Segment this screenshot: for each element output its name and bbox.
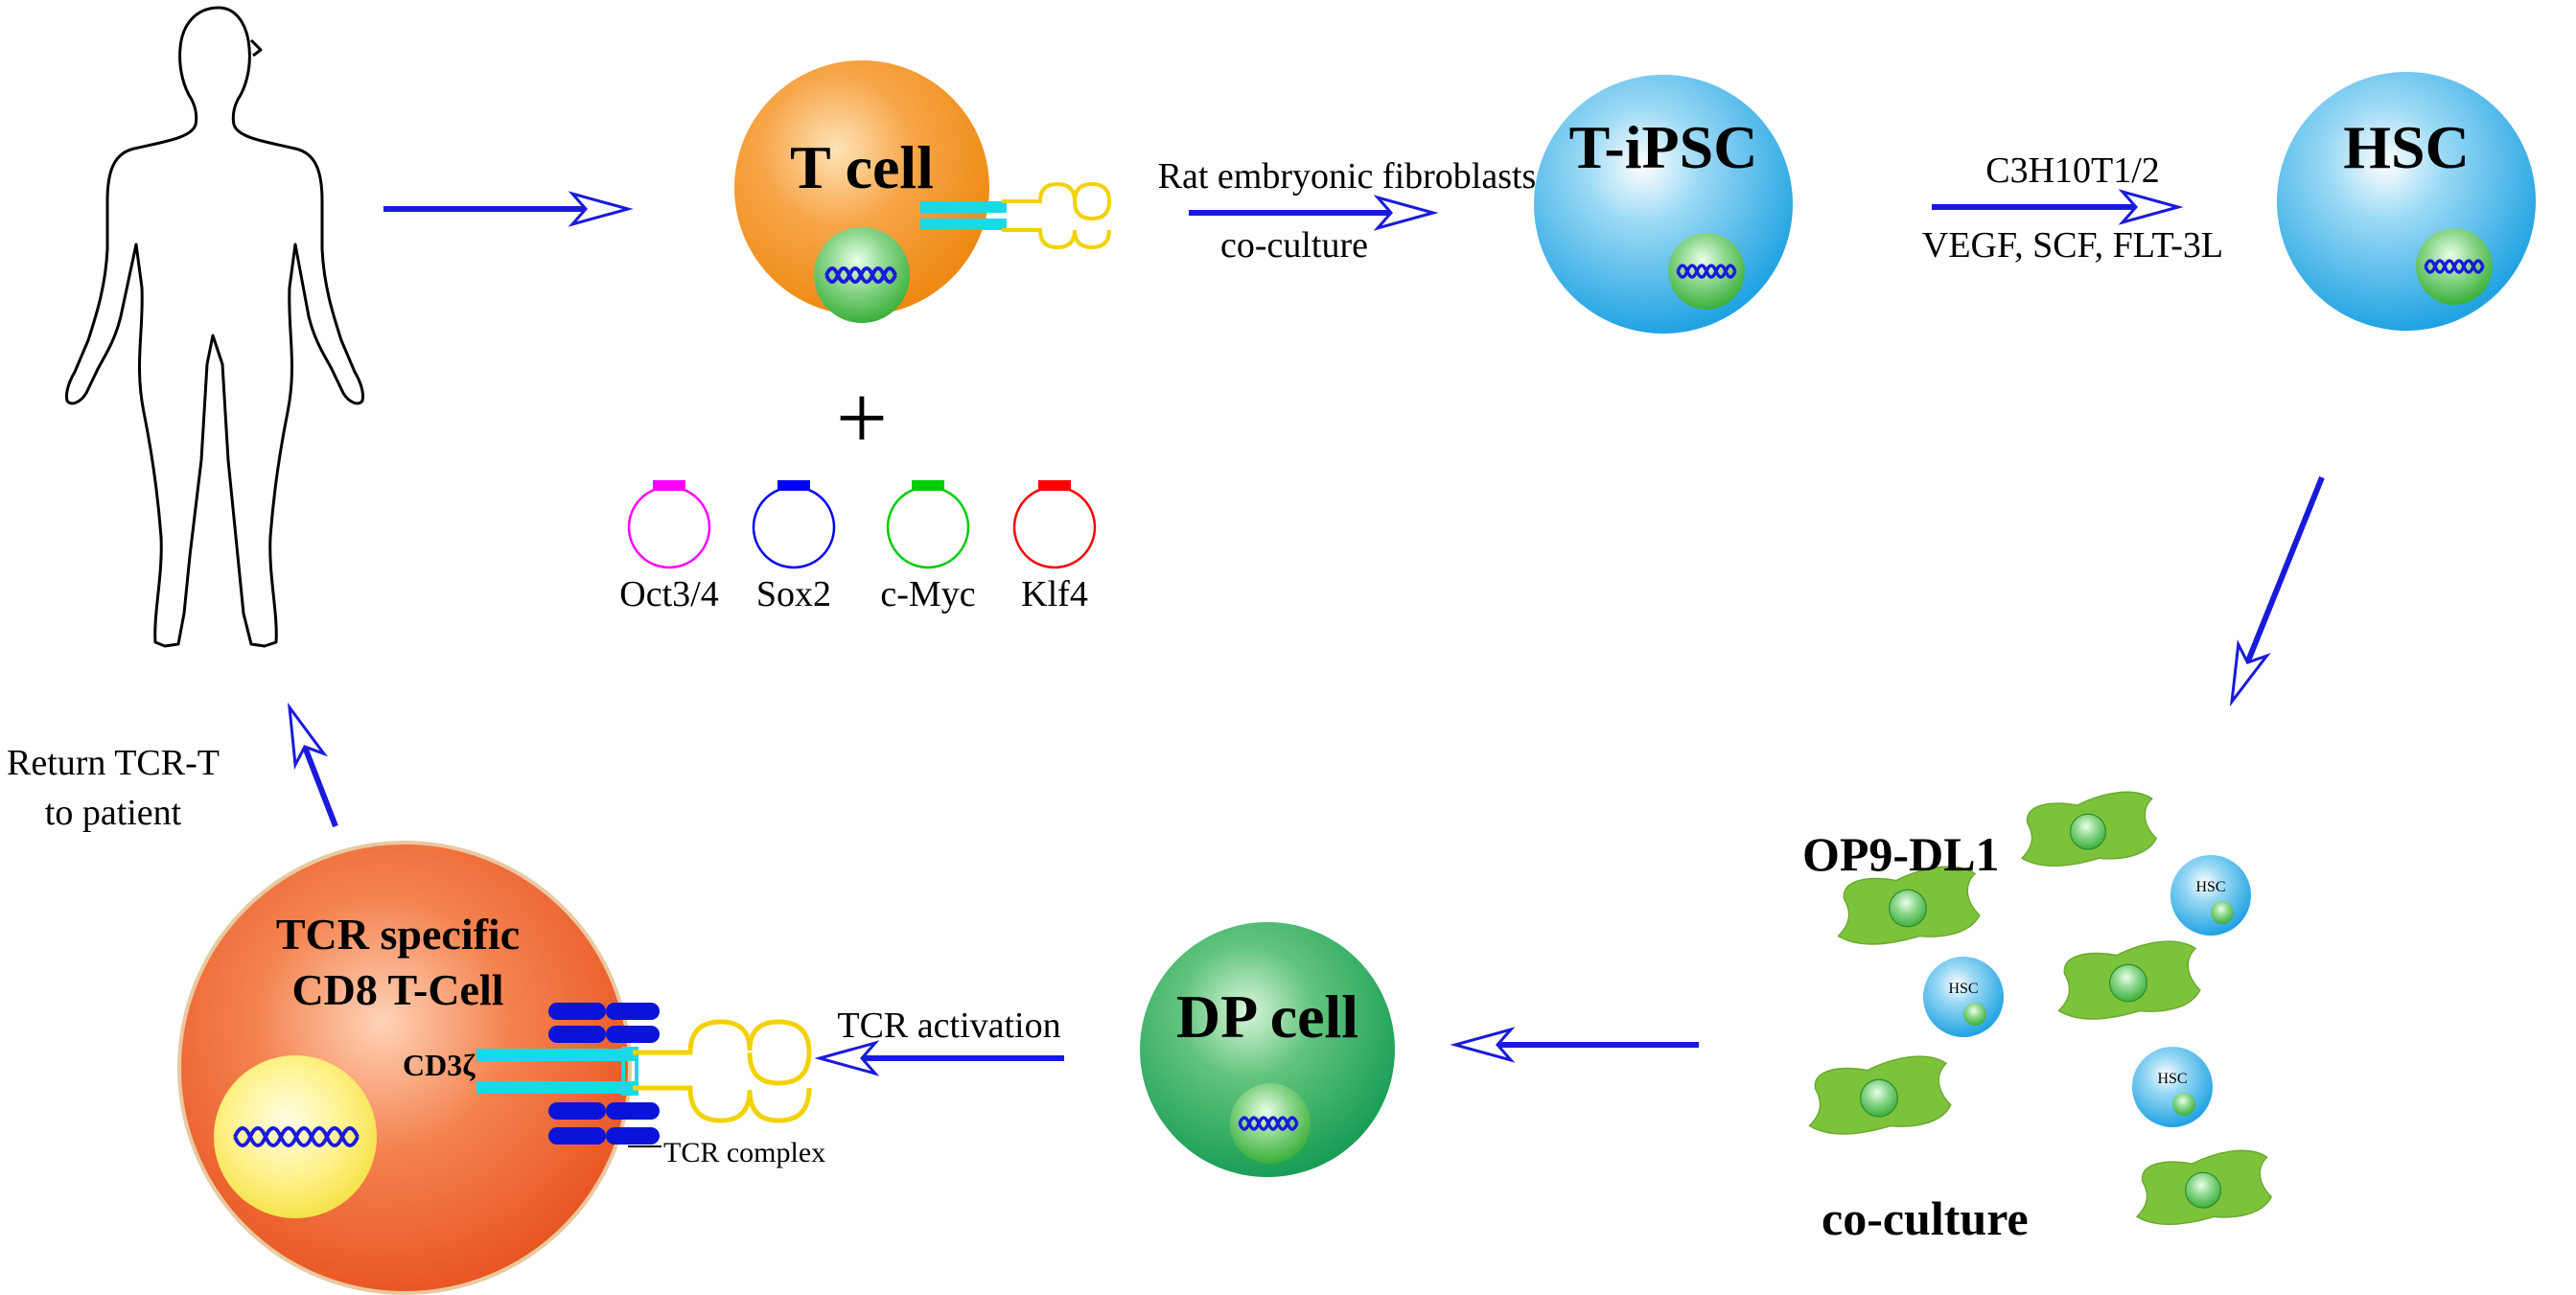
dp-cell-label: DP cell (1176, 983, 1358, 1051)
small-hsc-cell: HSC (2170, 855, 2251, 936)
factor-label: Klf4 (1021, 574, 1088, 614)
factor-sox2: Sox2 (752, 480, 836, 614)
tcr-complex-label: TCR complex (663, 1137, 825, 1168)
arrow-label-c3h10t1-2: C3H10T1/2 (1985, 150, 2160, 191)
patient-figure-icon (65, 6, 364, 648)
tcr-cell-nucleus (214, 1055, 377, 1218)
tcr-complex (476, 1003, 812, 1147)
t-cell: T cell (734, 60, 1112, 323)
op9-stromal-cell (1808, 1055, 1952, 1135)
op9-stromal-cell (2020, 791, 2158, 867)
op9-stromal-cell (1837, 866, 1981, 945)
arrow-return-to-patient (287, 702, 338, 828)
tcr-cell-label-line1: TCR specific (276, 910, 520, 959)
arrow-hsc-to-coculture (2229, 475, 2325, 707)
arrow-label-growth-factors: VEGF, SCF, FLT-3L (1922, 225, 2223, 266)
arrow-label-return-line1: Return TCR-T (7, 743, 220, 783)
arrow-label-co-culture: co-culture (1220, 225, 1368, 266)
co-culture-label: co-culture (1822, 1191, 2029, 1245)
cd3-zeta-label: CD3ζ (403, 1048, 476, 1082)
tcr-specific-cd8-t-cell: TCR specific CD8 T-Cell CD3ζ TCR complex (177, 841, 825, 1295)
arrow-label-tcr-activation: TCR activation (837, 1006, 1060, 1046)
small-hsc-cell: HSC (1923, 957, 2004, 1037)
factor-c-myc: c-Myc (880, 480, 976, 614)
plasmid-gene-insert (777, 480, 810, 491)
arrow-t-cell-to-t-ipsc (1189, 195, 1439, 231)
hsc-cell: HSC (2277, 72, 2536, 331)
arrow-t-ipsc-to-hsc (1932, 189, 2184, 225)
plasmid-ring (627, 485, 711, 569)
t-cell-tcr-receptor (920, 181, 1112, 250)
t-ipsc-label: T-iPSC (1569, 113, 1758, 181)
t-cell-body (734, 60, 989, 315)
arrow-label-rat-embryonic-fibroblasts: Rat embryonic fibroblasts (1158, 156, 1537, 197)
t-cell-nucleus (814, 227, 910, 323)
plasmid-ring (1012, 485, 1097, 569)
factor-oct3-4: Oct3/4 (619, 480, 719, 614)
hsc-body (2277, 72, 2536, 331)
op9-dl1-coculture: HSC HSC HSC (1808, 791, 2273, 1225)
factor-label: c-Myc (880, 574, 975, 614)
arrow-label-return-line2: to patient (45, 793, 182, 833)
arrow-patient-to-t-cell (383, 191, 634, 227)
op9-dl1-label: OP9-DL1 (1802, 827, 2000, 881)
plasmid-gene-insert (653, 480, 685, 491)
plasmid-gene-insert (912, 480, 944, 491)
plasmid-ring (752, 485, 836, 569)
plus-sign: + (836, 366, 888, 469)
t-ipsc-nucleus (1668, 233, 1745, 310)
dp-cell-body (1140, 922, 1395, 1177)
small-hsc-label: HSC (1948, 981, 1978, 997)
small-hsc-cell: HSC (2132, 1047, 2213, 1127)
plasmid-ring (886, 485, 970, 569)
op9-stromal-cell (2057, 940, 2201, 1020)
small-hsc-label: HSC (2195, 879, 2225, 895)
hsc-label: HSC (2343, 113, 2470, 181)
dp-cell-nucleus (1230, 1083, 1311, 1164)
arrow-activation-to-tcr-cell (814, 1040, 1064, 1076)
op9-stromal-cell (2135, 1149, 2273, 1225)
arrow-coculture-to-dp-cell (1450, 1027, 1699, 1063)
dp-cell: DP cell (1140, 922, 1395, 1177)
hsc-nucleus (2416, 228, 2493, 305)
factor-klf4: Klf4 (1012, 480, 1097, 614)
t-ipsc-cell: T-iPSC (1534, 75, 1793, 334)
factor-label: Oct3/4 (619, 574, 718, 614)
small-hsc-label: HSC (2157, 1071, 2187, 1087)
reprogramming-factors: Oct3/4 Sox2 c-Myc Klf4 (619, 480, 1097, 614)
tcr-cell-label-line2: CD8 T-Cell (291, 965, 503, 1014)
arrow-layer (287, 189, 2325, 1076)
t-cell-label: T cell (790, 133, 934, 201)
plasmid-gene-insert (1038, 480, 1071, 491)
factor-label: Sox2 (756, 574, 831, 614)
